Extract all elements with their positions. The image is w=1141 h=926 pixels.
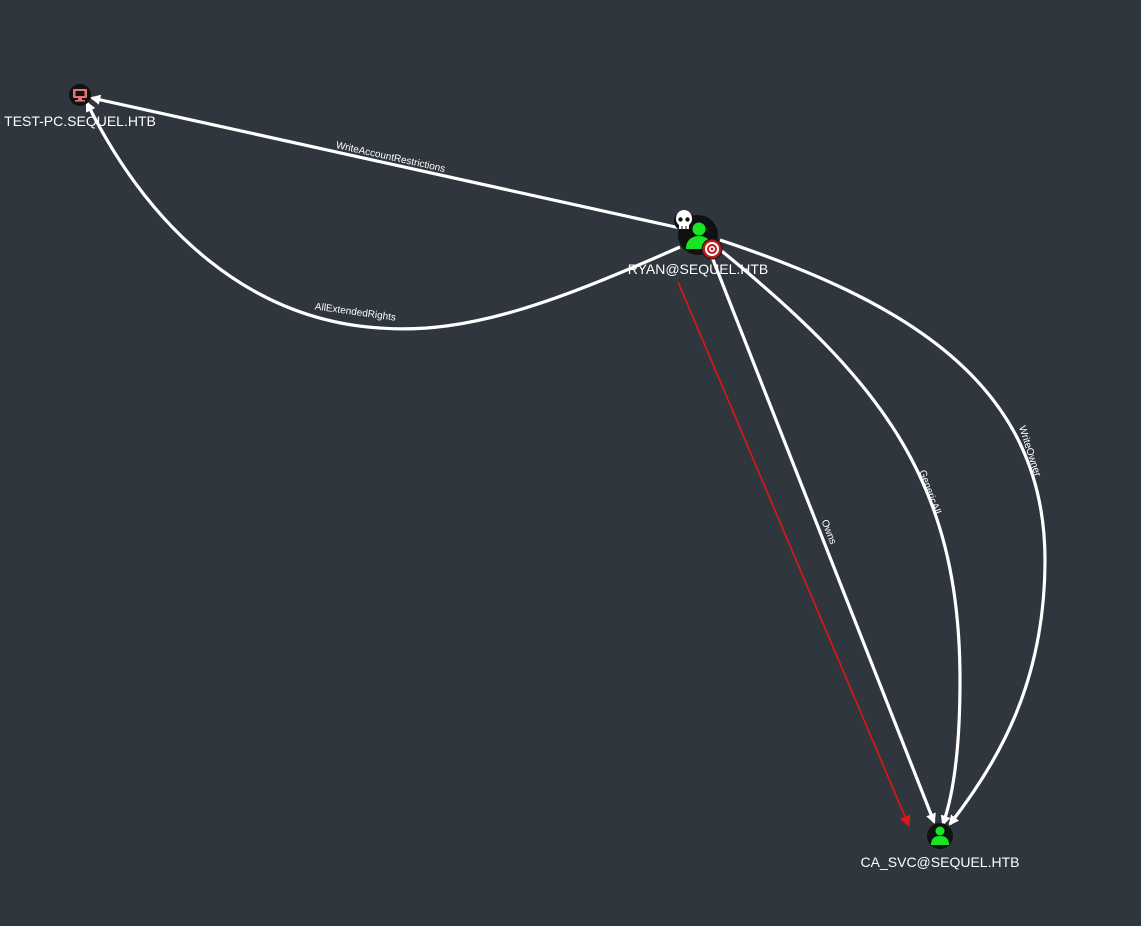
skull-icon <box>674 210 694 231</box>
edge-all-extended-rights[interactable]: AllExtendedRights <box>85 101 681 331</box>
target-icon <box>701 238 723 260</box>
edge-write-account-restrictions[interactable]: WriteAccountRestrictions <box>90 94 681 230</box>
node-test-pc[interactable]: TEST-PC.SEQUEL.HTB <box>4 84 156 129</box>
edge-write-owner[interactable]: WriteOwner <box>719 238 1047 826</box>
node-label-ca-svc: CA_SVC@SEQUEL.HTB <box>861 854 1020 870</box>
edge-label-generic-all: GenericAll <box>916 469 942 516</box>
computer-icon <box>73 89 87 102</box>
edge-owns[interactable]: Owns <box>708 251 936 824</box>
user-icon <box>931 826 949 845</box>
node-ca-svc[interactable]: CA_SVC@SEQUEL.HTB <box>861 823 1020 870</box>
node-ryan[interactable]: RYAN@SEQUEL.HTB <box>628 210 769 277</box>
node-label-test-pc: TEST-PC.SEQUEL.HTB <box>4 113 156 129</box>
node-label-ryan: RYAN@SEQUEL.HTB <box>628 261 769 277</box>
edge-label-write-account-restrictions: WriteAccountRestrictions <box>335 140 446 175</box>
highlighted-path-edge[interactable] <box>677 281 911 828</box>
